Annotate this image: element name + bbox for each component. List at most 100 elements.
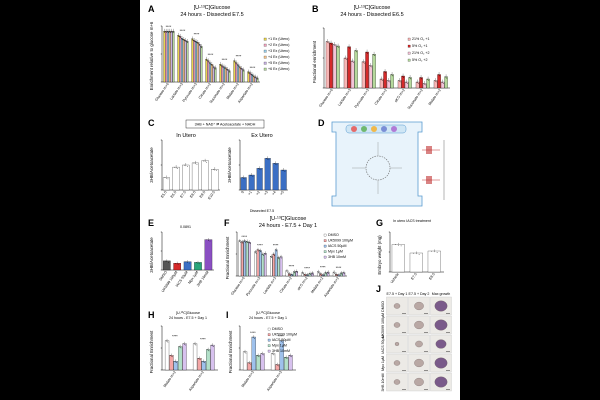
data-point: [196, 163, 198, 165]
data-point: [241, 241, 243, 243]
data-point: [284, 357, 286, 358]
panel-f-label: F: [224, 218, 230, 228]
bar: [173, 361, 178, 371]
data-point: [177, 35, 179, 36]
panel-f: F [U-¹³C]Glucose 24 hours - E7.5 + Day 1…: [224, 216, 353, 298]
bar: [372, 54, 376, 89]
legend-swatch: [263, 43, 267, 47]
data-point: [247, 71, 249, 73]
x-tick-label: Pyruvate m+3: [354, 88, 370, 109]
data-point: [363, 62, 364, 63]
data-point: [208, 240, 209, 241]
data-point: [270, 256, 272, 257]
data-point: [178, 35, 179, 37]
legend-swatch: [267, 344, 271, 348]
legend-entry: 5% O₂ +2: [412, 58, 427, 62]
panel-c-right-chart: 0+1+2+3+4+5: [238, 139, 288, 196]
data-point: [207, 349, 209, 351]
data-point: [192, 39, 194, 41]
x-tick-label: Aspartate m+2: [188, 370, 205, 392]
data-point: [197, 42, 199, 44]
x-tick-label: E6.5: [170, 190, 178, 198]
data-point: [227, 70, 229, 72]
data-point: [215, 68, 217, 70]
bar: [248, 241, 251, 277]
data-point: [214, 67, 216, 69]
data-point: [374, 55, 376, 57]
data-point: [237, 64, 238, 66]
legend-entry: DMSO: [328, 233, 339, 237]
data-point: [211, 65, 213, 66]
bar: [211, 169, 219, 191]
bar: [288, 355, 293, 371]
data-point: [277, 365, 279, 367]
panel-c-equation-box: [185, 119, 265, 129]
data-point: [273, 255, 275, 256]
panel-i-ylabel: Fractional Enrichment: [228, 330, 233, 373]
bar: [240, 177, 247, 191]
bar: [272, 163, 279, 191]
data-point: [420, 77, 421, 79]
data-point: [333, 271, 334, 273]
data-point: [249, 363, 250, 364]
data-point: [200, 46, 202, 47]
data-point: [173, 31, 174, 33]
data-point: [209, 240, 211, 242]
data-point: [258, 356, 260, 358]
x-tick-label: +2: [255, 190, 261, 196]
data-point: [272, 353, 274, 355]
data-point: [288, 273, 290, 275]
data-point: [286, 271, 288, 272]
data-point: [276, 364, 277, 366]
bar: [365, 51, 369, 89]
data-point: [328, 273, 330, 274]
x-tick-label: +4: [271, 190, 277, 196]
data-point: [182, 39, 183, 40]
x-tick-label: Aspartate m+2: [323, 276, 340, 298]
bar: [329, 42, 333, 89]
data-point: [420, 77, 422, 79]
data-point: [215, 68, 216, 69]
legend-entry: 3HB 10mM: [328, 255, 346, 259]
bar: [437, 74, 441, 89]
data-point: [193, 40, 195, 41]
data-point: [213, 67, 215, 69]
data-point: [226, 69, 228, 70]
data-point: [165, 30, 167, 32]
data-point: [320, 274, 322, 275]
data-point: [178, 346, 180, 348]
data-point: [281, 257, 282, 259]
data-point: [409, 77, 411, 79]
data-point: [239, 66, 240, 68]
data-point: [338, 274, 339, 276]
panel-c-ylabel-right: 3HB/Acetoacetate: [227, 147, 232, 183]
data-point: [322, 274, 324, 276]
panel-b-ylabel: Fractional enrichment: [312, 40, 317, 83]
data-point: [409, 77, 410, 79]
data-point: [339, 275, 340, 277]
data-point: [165, 340, 167, 342]
data-point: [275, 163, 277, 165]
legend-entry: +1 Ex (Utero): [268, 37, 289, 41]
bar: [260, 353, 265, 371]
significance-marker: ****: [250, 66, 256, 70]
data-point: [435, 80, 436, 82]
data-point: [405, 81, 407, 83]
data-point: [398, 80, 400, 82]
data-point: [324, 272, 326, 274]
bar: [205, 58, 208, 83]
data-point: [334, 45, 336, 47]
complex-4-icon: [381, 126, 387, 132]
bar: [221, 65, 224, 83]
data-point: [193, 40, 195, 42]
data-point: [253, 76, 255, 78]
legend-swatch: [263, 55, 267, 59]
data-point: [438, 74, 440, 76]
legend-swatch: [267, 333, 271, 337]
data-point: [249, 243, 251, 244]
bar: [243, 240, 246, 277]
data-point: [351, 60, 353, 62]
x-tick-label: Malate m+3: [241, 370, 255, 388]
data-point: [243, 70, 245, 72]
